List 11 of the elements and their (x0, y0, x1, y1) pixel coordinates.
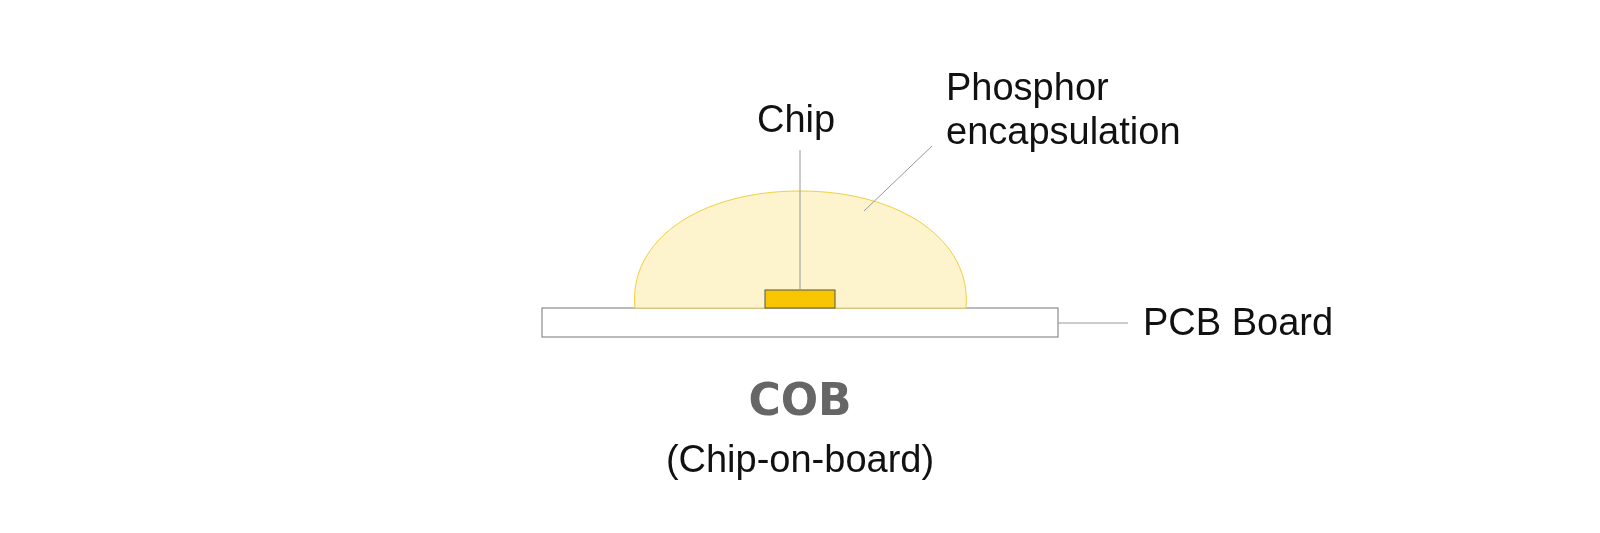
part-label: PCB Board (1143, 300, 1343, 344)
title: COB (747, 375, 853, 425)
leader-line (1057, 322, 1129, 324)
part-label: Chip (757, 97, 857, 141)
part-label: Phosphor encapsulation (946, 65, 1216, 153)
led-chip (764, 289, 836, 309)
phosphor-dome (634, 190, 967, 309)
leader-line (799, 149, 801, 291)
pcb-board (541, 307, 1059, 338)
caption: (Chip-on-board) (664, 437, 936, 481)
leader-line (863, 145, 933, 212)
